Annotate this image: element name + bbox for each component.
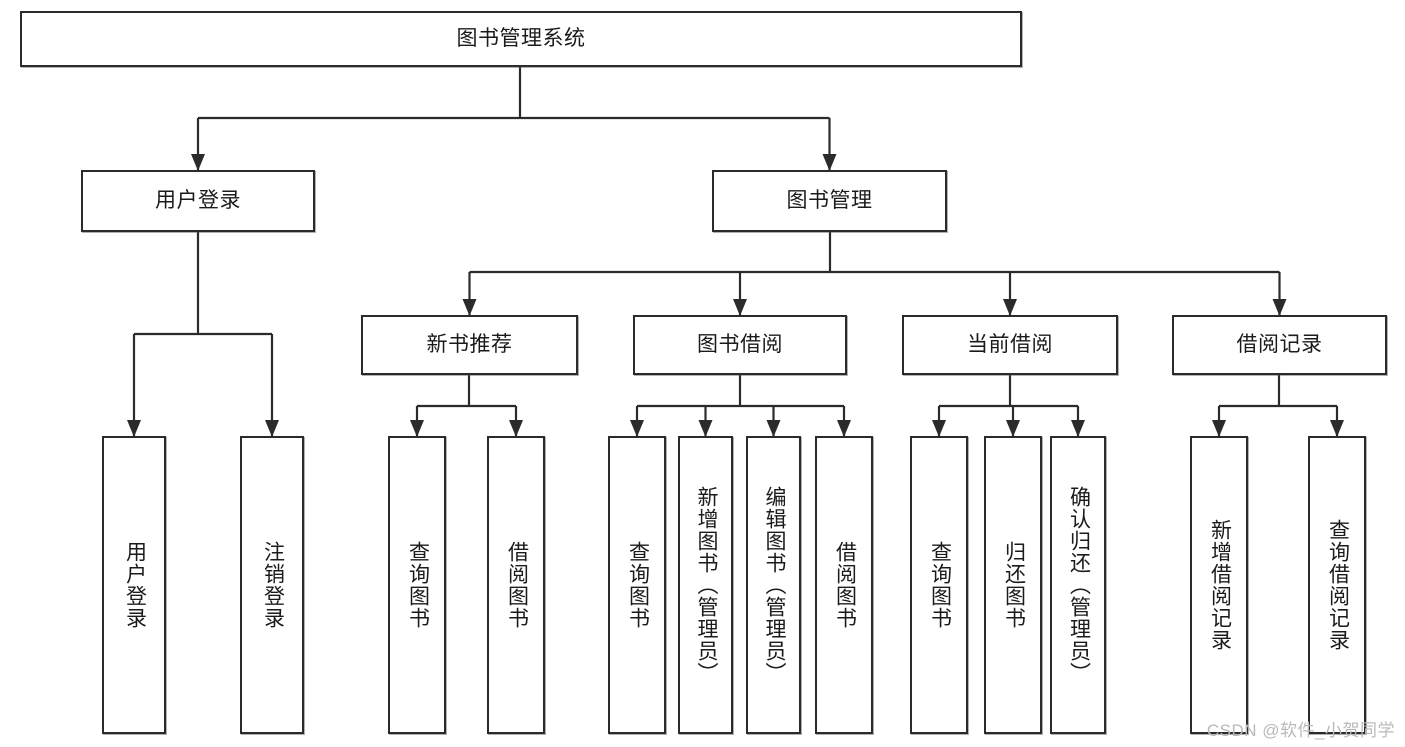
node-label-leaf-user-login: 用户登录: [123, 541, 147, 629]
node-leaf-query-book-3[interactable]: 查询图书: [910, 436, 968, 734]
node-label-user-login: 用户登录: [155, 189, 241, 213]
arrowhead-leaf-query-book-2: [630, 420, 644, 437]
arrowhead-new-book-recommend: [462, 299, 477, 316]
watermark-text: CSDN @软件_小贺同学: [1206, 721, 1395, 740]
node-label-leaf-edit-book: 编辑图书（管理员）: [762, 486, 786, 684]
node-leaf-confirm-return[interactable]: 确认归还（管理员）: [1050, 436, 1106, 734]
arrowhead-leaf-borrow-book-2: [837, 420, 851, 437]
arrowhead-borrow-record: [1272, 299, 1287, 316]
arrowhead-book-manage: [822, 154, 837, 171]
node-label-book-borrow: 图书借阅: [697, 333, 783, 357]
arrowhead-leaf-edit-book: [766, 420, 781, 437]
node-new-book-recommend[interactable]: 新书推荐: [361, 315, 578, 375]
node-leaf-edit-book[interactable]: 编辑图书（管理员）: [746, 436, 801, 734]
node-label-leaf-borrow-book-2: 借阅图书: [833, 541, 857, 629]
node-label-leaf-query-book-3: 查询图书: [928, 541, 952, 629]
node-book-borrow[interactable]: 图书借阅: [633, 315, 847, 375]
arrowhead-leaf-return-book: [1006, 420, 1020, 437]
node-label-leaf-query-book-2: 查询图书: [626, 541, 650, 629]
arrowhead-current-borrow: [1003, 299, 1017, 316]
node-leaf-query-book-1[interactable]: 查询图书: [388, 436, 446, 734]
node-label-leaf-query-record: 查询借阅记录: [1326, 519, 1350, 651]
node-label-leaf-return-book: 归还图书: [1002, 541, 1026, 629]
arrowhead-user-login: [191, 154, 205, 171]
arrowhead-leaf-user-login: [127, 420, 141, 437]
arrowhead-leaf-confirm-return: [1071, 420, 1085, 437]
node-user-login[interactable]: 用户登录: [81, 170, 315, 232]
node-leaf-add-book[interactable]: 新增图书（管理员）: [678, 436, 733, 734]
node-label-leaf-confirm-return: 确认归还（管理员）: [1067, 486, 1091, 684]
node-borrow-record[interactable]: 借阅记录: [1172, 315, 1387, 375]
arrowhead-book-borrow: [733, 299, 747, 316]
connector-lines: [127, 67, 1344, 437]
node-label-leaf-query-book-1: 查询图书: [406, 541, 430, 629]
node-book-manage[interactable]: 图书管理: [712, 170, 947, 232]
node-label-current-borrow: 当前借阅: [967, 333, 1053, 357]
node-leaf-return-book[interactable]: 归还图书: [984, 436, 1042, 734]
node-leaf-borrow-book-1[interactable]: 借阅图书: [487, 436, 545, 734]
node-label-new-book-recommend: 新书推荐: [426, 333, 513, 357]
arrowhead-leaf-query-book-1: [410, 420, 424, 437]
node-leaf-add-record[interactable]: 新增借阅记录: [1190, 436, 1248, 734]
node-label-leaf-add-book: 新增图书（管理员）: [694, 486, 718, 684]
node-leaf-query-book-2[interactable]: 查询图书: [608, 436, 666, 734]
arrowhead-leaf-user-logout: [265, 420, 279, 437]
node-leaf-user-logout[interactable]: 注销登录: [240, 436, 304, 734]
node-leaf-borrow-book-2[interactable]: 借阅图书: [815, 436, 873, 734]
node-label-book-manage: 图书管理: [786, 189, 873, 213]
arrowhead-leaf-borrow-book-1: [509, 420, 523, 437]
node-label-root: 图书管理系统: [456, 27, 586, 51]
node-label-leaf-add-record: 新增借阅记录: [1208, 519, 1232, 651]
node-label-leaf-user-logout: 注销登录: [261, 541, 285, 629]
node-label-borrow-record: 借阅记录: [1236, 333, 1323, 357]
arrowhead-leaf-query-record: [1330, 420, 1344, 437]
arrowhead-leaf-add-record: [1212, 420, 1226, 437]
arrowhead-leaf-add-book: [698, 420, 713, 437]
node-current-borrow[interactable]: 当前借阅: [902, 315, 1118, 375]
node-leaf-user-login[interactable]: 用户登录: [102, 436, 166, 734]
arrowhead-leaf-query-book-3: [932, 420, 946, 437]
node-leaf-query-record[interactable]: 查询借阅记录: [1308, 436, 1366, 734]
node-label-leaf-borrow-book-1: 借阅图书: [505, 541, 529, 629]
node-root[interactable]: 图书管理系统: [20, 11, 1022, 67]
